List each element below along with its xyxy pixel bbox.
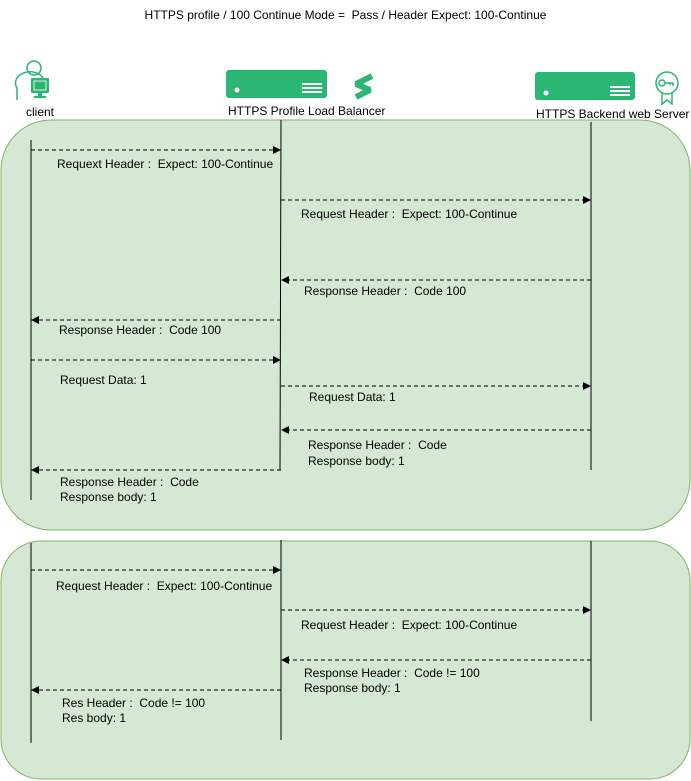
scenario1-frame: [0, 119, 691, 531]
message-label: Response body: 1: [304, 681, 401, 695]
message-label: Res Header : Code != 100: [62, 696, 206, 710]
message-label: Request Data: 1: [309, 390, 396, 404]
message-label: Request Header : Expect: 100-Continue: [56, 579, 273, 593]
client-label: client: [26, 105, 55, 119]
message-label: Response Header : Code 100: [304, 284, 467, 298]
load-balancer-server-icon: [226, 70, 327, 98]
logo-icon: [354, 73, 374, 100]
lb-lifeline: [279, 119, 282, 471]
message-label: Res body: 1: [62, 711, 127, 725]
diagram-title: HTTPS profile / 100 Continue Mode = Pass…: [144, 8, 547, 22]
message-label: Response Header : Code != 100: [304, 666, 480, 680]
load-balancer-label: HTTPS Profile Load Balancer: [228, 104, 386, 118]
message-label: Request Header : Expect: 100-Continue: [301, 618, 518, 632]
backend-label: HTTPS Backend web Server: [536, 107, 690, 121]
message-label: Response Header : Code: [60, 475, 199, 489]
message-label: Response Header : Code 100: [59, 323, 222, 337]
monitor-icon: [31, 78, 49, 98]
message-label: Response body: 1: [60, 490, 157, 504]
message-label: Response Header : Code: [308, 438, 447, 452]
message-label: Requext Header : Expect: 100-Continue: [57, 157, 274, 171]
message-label: Request Data: 1: [60, 373, 147, 387]
message-label: Response body: 1: [308, 454, 405, 468]
message-label: Request Header : Expect: 100-Continue: [301, 207, 518, 221]
certificate-key-icon: [655, 71, 679, 106]
backend-server-icon: [535, 72, 635, 100]
